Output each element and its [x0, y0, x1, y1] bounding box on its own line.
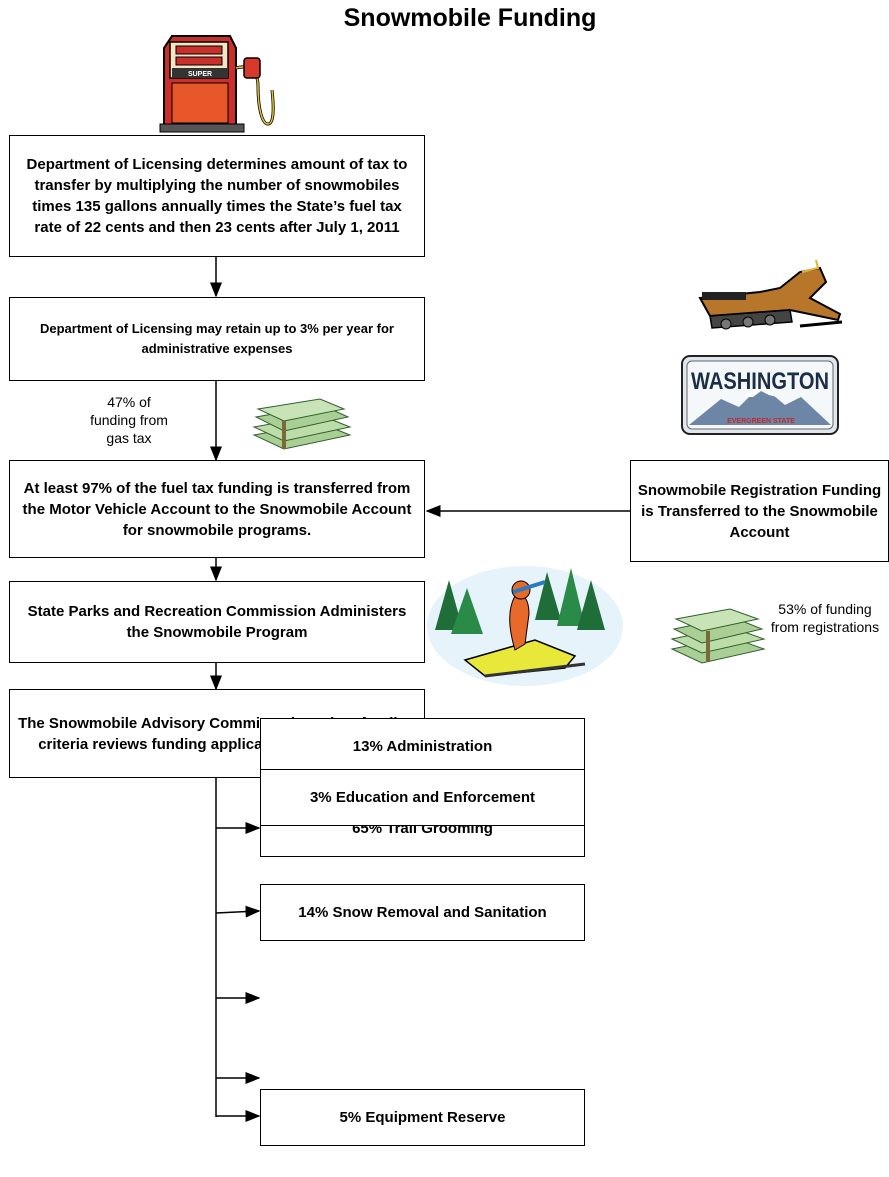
dol-determines-box: Department of Licensing determines amoun…	[9, 135, 425, 257]
pump-label: SUPER	[188, 71, 212, 78]
page-title: Snowmobile Funding	[343, 4, 597, 32]
dol-retain-text: Department of Licensing may retain up to…	[40, 321, 394, 356]
allocation-education: 3% Education and Enforcement	[260, 769, 585, 826]
allocation-administration: 13% Administration	[260, 718, 585, 775]
dol-retain-box: Department of Licensing may retain up to…	[9, 297, 425, 381]
registration-text: Snowmobile Registration Funding is Trans…	[637, 481, 882, 541]
license-plate-icon: WASHINGTON EVERGREEN STATE	[681, 355, 839, 435]
snowmobile-icon	[698, 259, 843, 330]
allocation-equipment-reserve: 5% Equipment Reserve	[260, 1089, 585, 1146]
money-stack-icon	[252, 398, 352, 450]
registrations-note: 53% of funding from registrations	[770, 601, 880, 635]
parks-text: State Parks and Recreation Commission Ad…	[27, 603, 407, 641]
transfer-box: At least 97% of the fuel tax funding is …	[9, 460, 425, 558]
allocation-snow-removal: 14% Snow Removal and Sanitation	[260, 884, 585, 941]
plate-state: WASHINGTON	[691, 368, 829, 395]
transfer-text: At least 97% of the fuel tax funding is …	[22, 479, 412, 539]
dol-determines-text: Department of Licensing determines amoun…	[26, 156, 408, 236]
money-stack-icon	[670, 608, 766, 664]
snowmobile-rider-icon	[427, 566, 623, 686]
gas-pump-icon: SUPER	[159, 35, 275, 133]
gas-tax-note: 47% of funding from gas tax	[90, 394, 168, 446]
plate-motto: EVERGREEN STATE	[727, 418, 795, 425]
registration-box: Snowmobile Registration Funding is Trans…	[630, 460, 889, 562]
parks-box: State Parks and Recreation Commission Ad…	[9, 581, 425, 663]
